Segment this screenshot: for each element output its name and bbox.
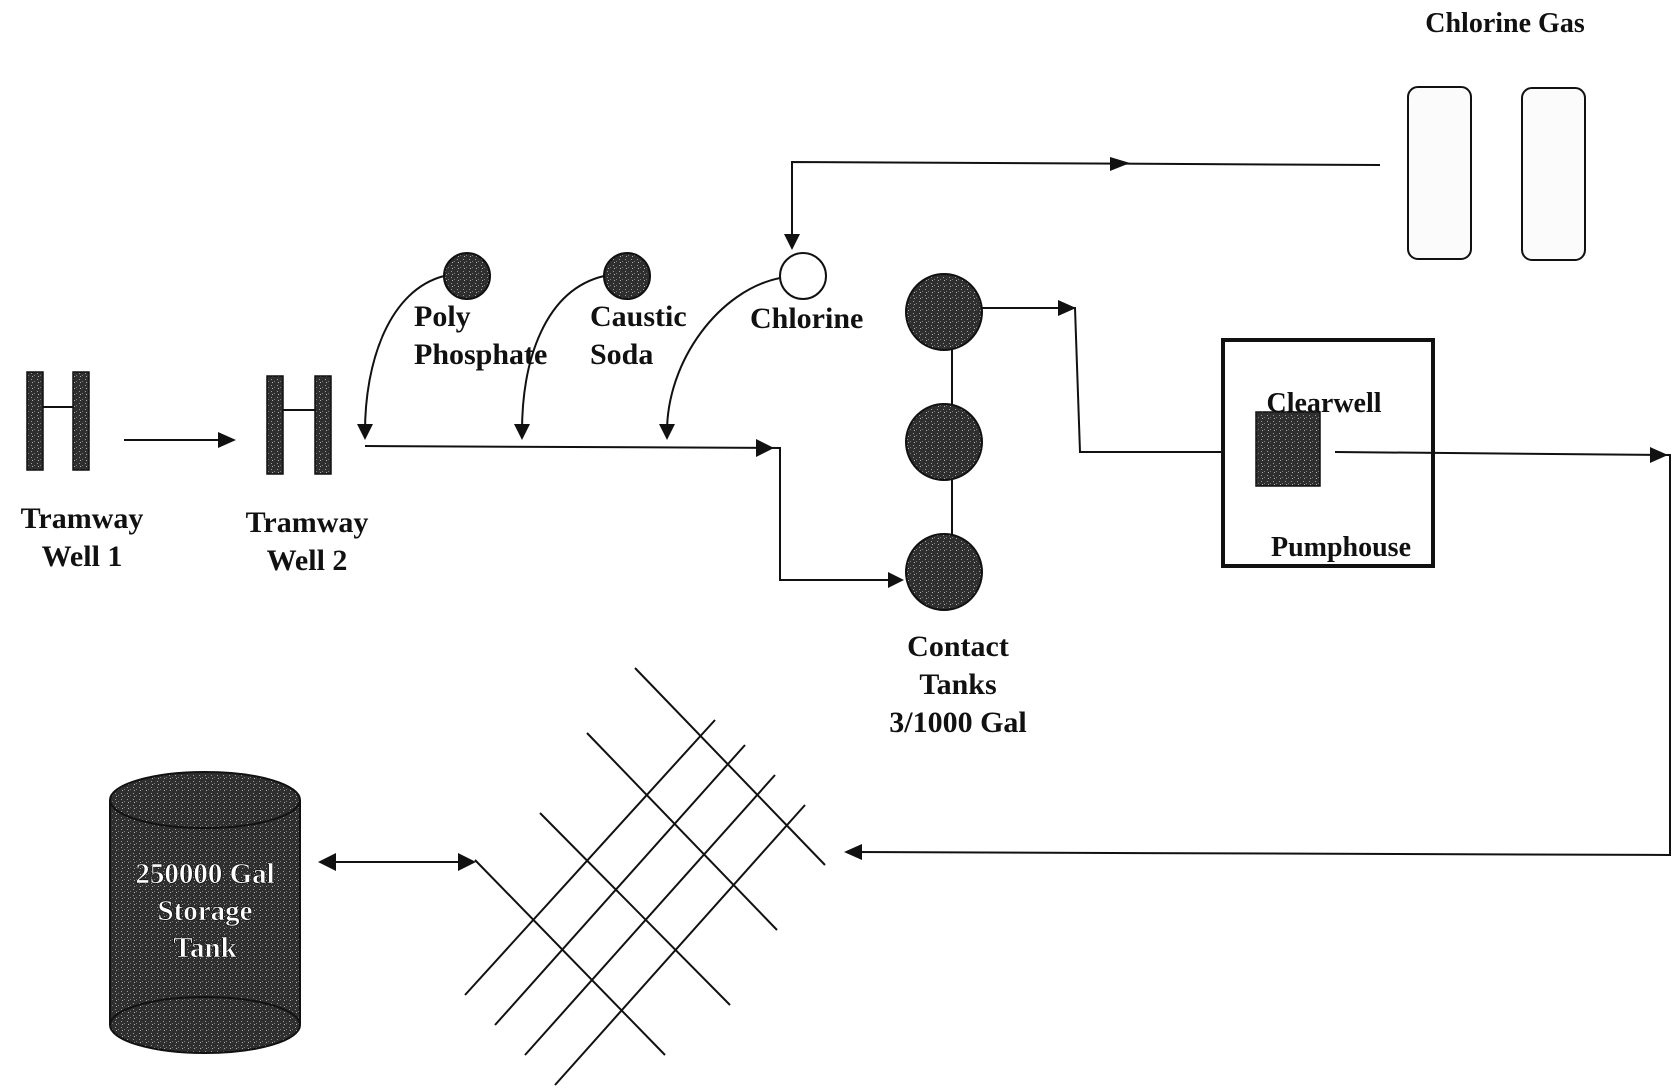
storage-tank-body [110,800,300,1025]
storage-tank-top [109,771,301,829]
poly-phosphate-injection-arrow [357,424,373,440]
chlorine-injection-line [666,277,781,433]
contact-tank-3 [905,533,983,611]
well-1-left-post [26,371,44,471]
storage-link-arrow-left [318,853,336,871]
contact-tanks-label-line2: Tanks [919,668,996,701]
grid-line-2 [494,744,746,1026]
caustic-soda-label-line2: Soda [590,338,653,371]
contact-to-clearwell-line [982,307,1250,453]
contact-tank-1 [905,273,983,351]
chlorine-gas-feed-arrow [1110,157,1130,171]
storage-link-arrow-right [458,853,476,871]
well-2-left-post [266,375,284,475]
distribution-inlet-arrow [844,844,862,860]
caustic-soda-injection-arrow [514,424,530,440]
poly-phosphate-label-line2: Phosphate [414,338,547,371]
grid-line-5 [634,667,826,866]
well-2-label-line1: Tramway [246,506,369,539]
caustic-soda-feed-circle [603,252,651,300]
storage-tank-label-line3: Tank [173,932,237,964]
storage-tank-bottom [109,996,301,1054]
chlorine-cylinder-2 [1521,87,1586,261]
caustic-soda-label-line1: Caustic [590,300,687,333]
tramway-well-1 [26,371,90,471]
storage-tank-label-line2: Storage [157,895,252,927]
contact-outlet-arrow [1058,300,1076,316]
chlorine-feed-circle [779,252,827,300]
contact-tanks-label-line1: Contact [907,630,1009,663]
contact-tanks-label-line3: 3/1000 Gal [889,706,1027,739]
grid-line-7 [539,812,731,1006]
contact-tank-2 [905,403,983,481]
storage-tank-label-line1: 250000 Gal [135,858,274,890]
chlorine-gas-label: Chlorine Gas [1425,8,1585,39]
grid-line-6 [586,732,778,931]
caustic-soda-injection-line [521,275,605,433]
well-1-label-line2: Well 1 [42,540,123,573]
storage-tank [109,771,301,1054]
chlorine-injection-arrow [659,424,675,440]
poly-phosphate-injection-line [364,275,445,433]
grid-line-4 [554,804,806,1086]
distribution-grid [464,667,826,1086]
main-line-arrow [756,439,774,457]
chlorine-label: Chlorine [750,302,863,335]
chlorine-cylinder-1 [1407,86,1472,260]
contact-tank-inlet-arrow [888,572,904,588]
chlorine-injector-arrow [784,234,800,250]
chlorine-gas-cylinders [1407,86,1586,261]
chlorine-gas-feed-line [791,160,1381,240]
distribution-return-line [849,451,1671,857]
poly-phosphate-feed-circle [443,252,491,300]
pumphouse-label: Pumphouse [1271,532,1411,563]
main-raw-water-line [364,445,900,581]
well-1-label-line1: Tramway [21,502,144,535]
tramway-well-2 [266,375,332,475]
well-2-right-post [314,375,332,475]
pumphouse-outlet-arrow [1650,447,1668,463]
clearwell-label: Clearwell [1266,388,1381,419]
well-2-label-line2: Well 2 [267,544,348,577]
grid-line-3 [524,774,776,1056]
well-1-to-well-2-arrow [218,432,236,448]
well-1-right-post [72,371,90,471]
grid-line-1 [464,719,716,996]
poly-phosphate-label-line1: Poly [414,300,471,333]
grid-line-8 [474,859,666,1056]
clearwell-tank [1255,411,1321,487]
